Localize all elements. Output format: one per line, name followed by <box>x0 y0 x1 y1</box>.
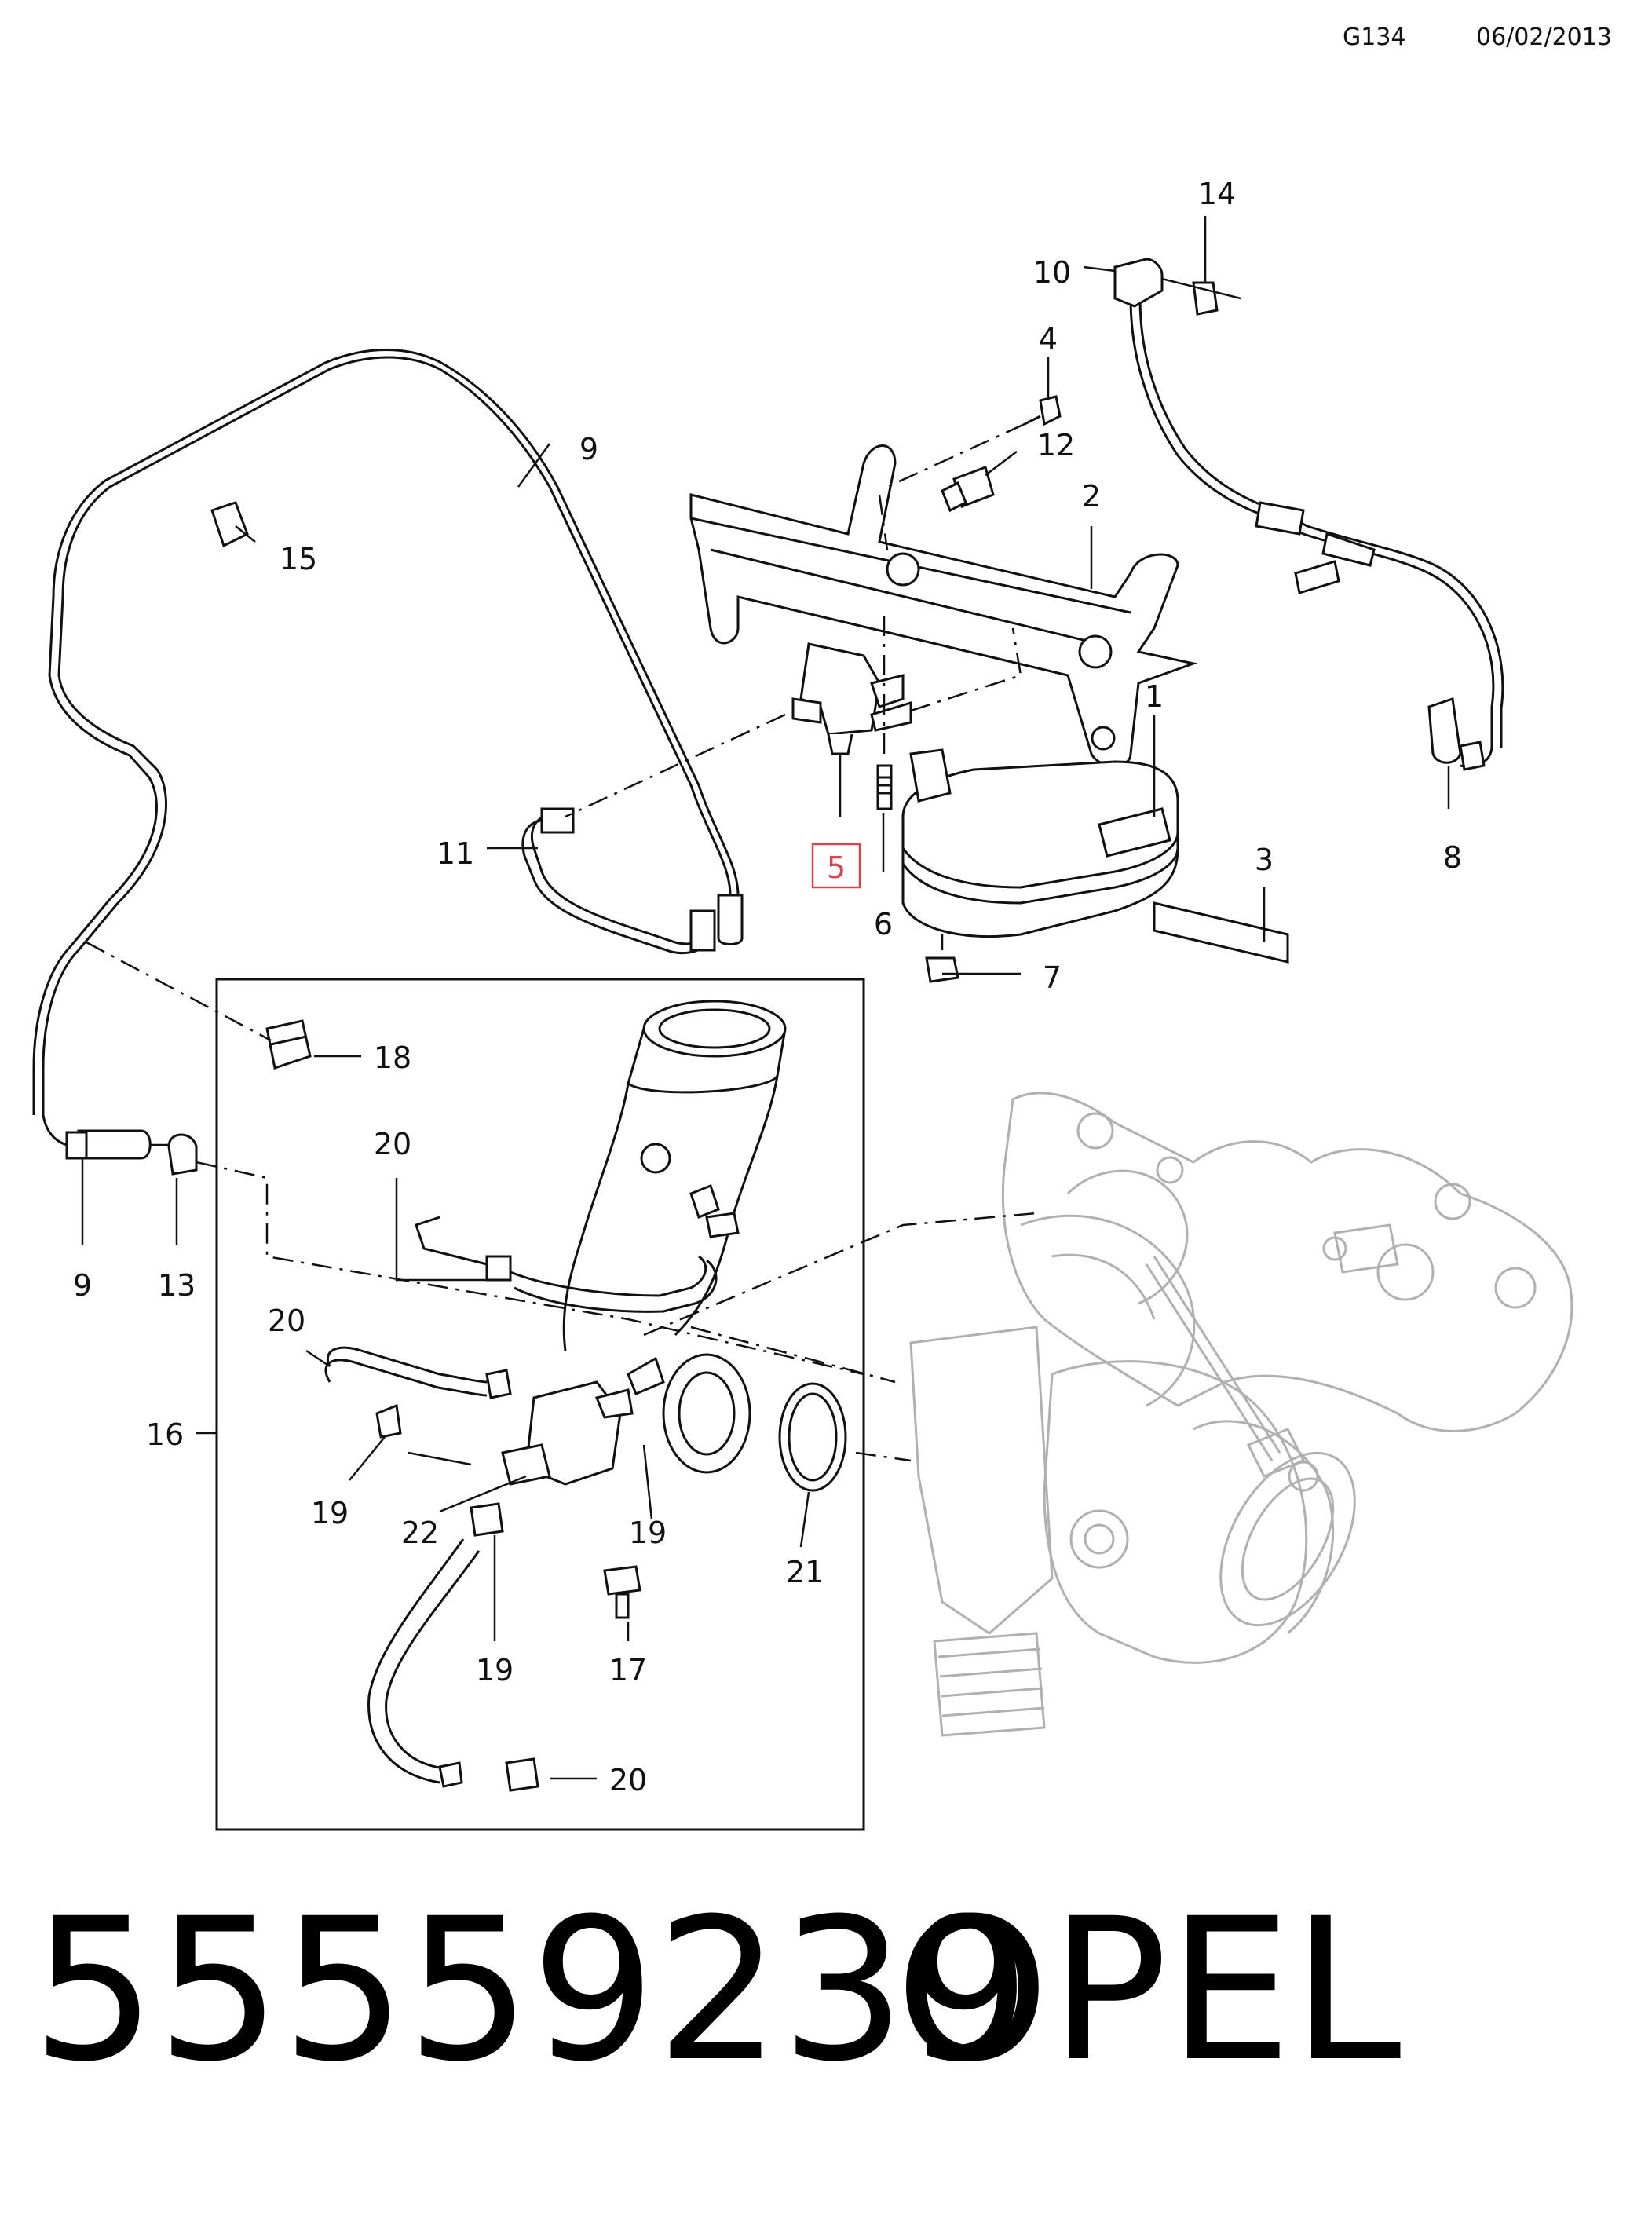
callout-19-lower: 19 <box>476 1653 514 1688</box>
gasket-21 <box>778 1382 847 1492</box>
bolt-17 <box>603 1565 641 1596</box>
callout-21: 21 <box>786 1555 824 1589</box>
nut-7 <box>925 956 959 983</box>
header-date: 06/02/2013 <box>1476 24 1612 51</box>
hose-9-lower-connector <box>77 1129 152 1160</box>
callout-18: 18 <box>374 1040 411 1075</box>
dashed-guide-5-11 <box>565 713 786 818</box>
elbow-10 <box>1113 258 1164 308</box>
hose-11 <box>530 813 704 945</box>
group-16-frame <box>215 978 865 1831</box>
callout-4: 4 <box>1039 322 1058 357</box>
hose-9-end-connector <box>717 894 744 945</box>
connector-8 <box>1427 697 1462 764</box>
clip-19-left <box>375 1403 402 1439</box>
callout-2: 2 <box>1082 479 1101 514</box>
part-18-clip <box>265 1019 312 1070</box>
header-code: G134 <box>1343 24 1406 51</box>
callout-5: 5 <box>827 850 846 885</box>
part-15-clip <box>210 501 249 548</box>
callout-6: 6 <box>874 907 893 942</box>
callout-leaders <box>81 216 1450 1780</box>
part-number: 55559239 <box>31 1876 1031 2104</box>
clip-13 <box>167 1133 198 1176</box>
hose-9 <box>42 356 732 1148</box>
callout-16: 16 <box>146 1417 184 1452</box>
callout-9-lower: 9 <box>73 1268 92 1303</box>
callout-7: 7 <box>1043 960 1062 995</box>
dashed-guide-9-18 <box>86 941 272 1042</box>
callout-22: 22 <box>401 1516 439 1550</box>
hose-10 <box>1129 298 1495 768</box>
clip-20-lower <box>505 1757 539 1792</box>
callout-20-lower: 20 <box>609 1763 647 1797</box>
screw-6 <box>876 764 893 810</box>
intake-pipe <box>562 1000 787 1351</box>
callout-20-middle: 20 <box>268 1304 305 1338</box>
brand-name: OPEL <box>895 1876 1402 2104</box>
bolt-4 <box>1039 395 1062 426</box>
dashed-guide-13 <box>196 1161 864 1376</box>
callout-1: 1 <box>1145 679 1164 714</box>
callout-13: 13 <box>158 1268 196 1303</box>
turbocharger-illustration <box>909 1092 1573 1737</box>
flange <box>662 1353 751 1474</box>
callout-12: 12 <box>1037 428 1075 463</box>
callout-14: 14 <box>1198 177 1236 211</box>
callout-3: 3 <box>1255 843 1274 877</box>
callout-9-upper: 9 <box>579 432 598 466</box>
pad-3 <box>1153 901 1289 964</box>
callout-17: 17 <box>609 1653 647 1688</box>
callout-19-right: 19 <box>629 1516 667 1550</box>
callout-15: 15 <box>280 542 317 576</box>
callout-11: 11 <box>437 836 474 871</box>
parts-diagram: 1 2 3 4 5 6 7 8 9 9 10 11 12 13 14 15 16… <box>32 177 1573 1831</box>
callout-19-left: 19 <box>311 1496 349 1530</box>
callout-8: 8 <box>1443 840 1462 875</box>
hose-19-lower <box>367 1538 465 1784</box>
callout-10: 10 <box>1033 255 1071 290</box>
hose-20-upper <box>415 1216 488 1266</box>
hose-11-connector <box>540 807 575 834</box>
hose-20-left <box>327 1346 488 1384</box>
clip-20 <box>485 1369 512 1399</box>
highlight-box-5 <box>811 843 861 889</box>
valve-22 <box>501 1356 665 1486</box>
callout-20-upper: 20 <box>374 1127 411 1161</box>
t-connector <box>1255 501 1305 536</box>
canister-1 <box>901 748 1179 938</box>
solenoid-valve-5 <box>791 642 912 755</box>
